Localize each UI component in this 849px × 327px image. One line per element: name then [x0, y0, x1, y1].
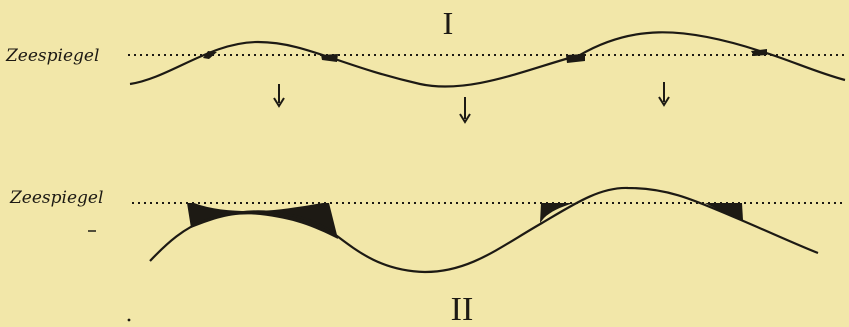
stage-1-numeral: I [443, 5, 454, 41]
upper-profile-curve [130, 32, 845, 86]
down-arrow-icon [659, 82, 669, 105]
lower-deposit-left [187, 203, 338, 239]
upper-deposit-3 [566, 54, 585, 63]
down-arrow-icon [460, 97, 470, 122]
upper-deposit-2 [321, 54, 338, 62]
down-arrow-icon [274, 84, 284, 106]
sea-level-label-1: Zeespiegel [5, 46, 99, 66]
small-mark-2 [128, 319, 131, 322]
lower-profile-curve [150, 188, 818, 272]
sea-level-label-2: Zeespiegel [9, 188, 103, 208]
stage-2-numeral: II [451, 291, 474, 327]
